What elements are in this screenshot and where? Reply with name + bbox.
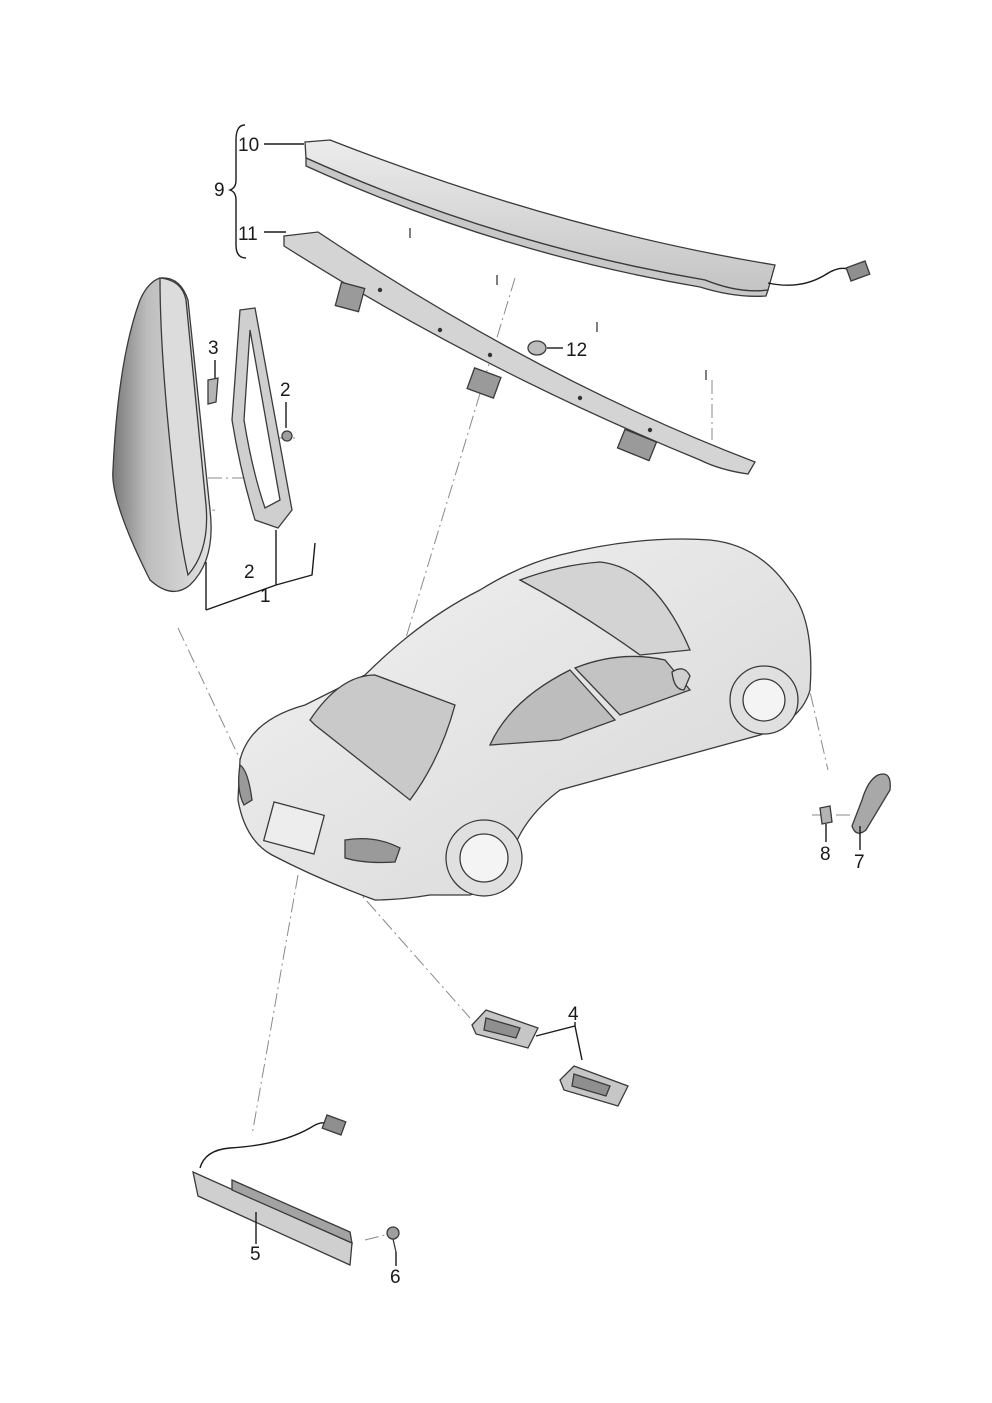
callout-labels: 10 9 11 12 3 2 2 1 4 5 6 7 8: [208, 135, 865, 1288]
high-mounted-brake-light: [192, 1114, 353, 1266]
callout-leaders: [205, 124, 861, 1266]
callout-8: 8: [820, 844, 831, 865]
tail-lamp-assembly: [112, 277, 212, 592]
callout-11: 11: [238, 224, 258, 245]
car-body: [237, 538, 812, 901]
upper-trim-cable: [767, 260, 871, 286]
callout-7: 7: [854, 852, 865, 873]
upper-trim-strip: [304, 139, 776, 380]
callout-4: 4: [568, 1004, 579, 1025]
side-marker-lamp: [851, 773, 891, 834]
callout-10: 10: [238, 135, 259, 156]
callout-12: 12: [566, 340, 587, 361]
callout-2-gasket: 2: [244, 562, 255, 583]
callout-2-nut: 2: [280, 380, 291, 401]
licence-plate-light-left: [471, 1009, 539, 1049]
clip-part-12: [527, 340, 547, 356]
licence-plate-light-right: [559, 1065, 629, 1107]
nut-part-2: [281, 430, 293, 442]
clip-part-8: [819, 805, 833, 825]
fastener-part-3: [207, 377, 219, 405]
callout-3: 3: [208, 338, 219, 359]
callout-5: 5: [250, 1244, 261, 1265]
lower-bracket-strip: [283, 231, 756, 475]
callout-9: 9: [214, 180, 225, 201]
lamp-gasket: [231, 307, 293, 529]
callout-6: 6: [390, 1267, 401, 1288]
screw-part-6: [386, 1226, 400, 1253]
callout-1: 1: [260, 586, 271, 607]
